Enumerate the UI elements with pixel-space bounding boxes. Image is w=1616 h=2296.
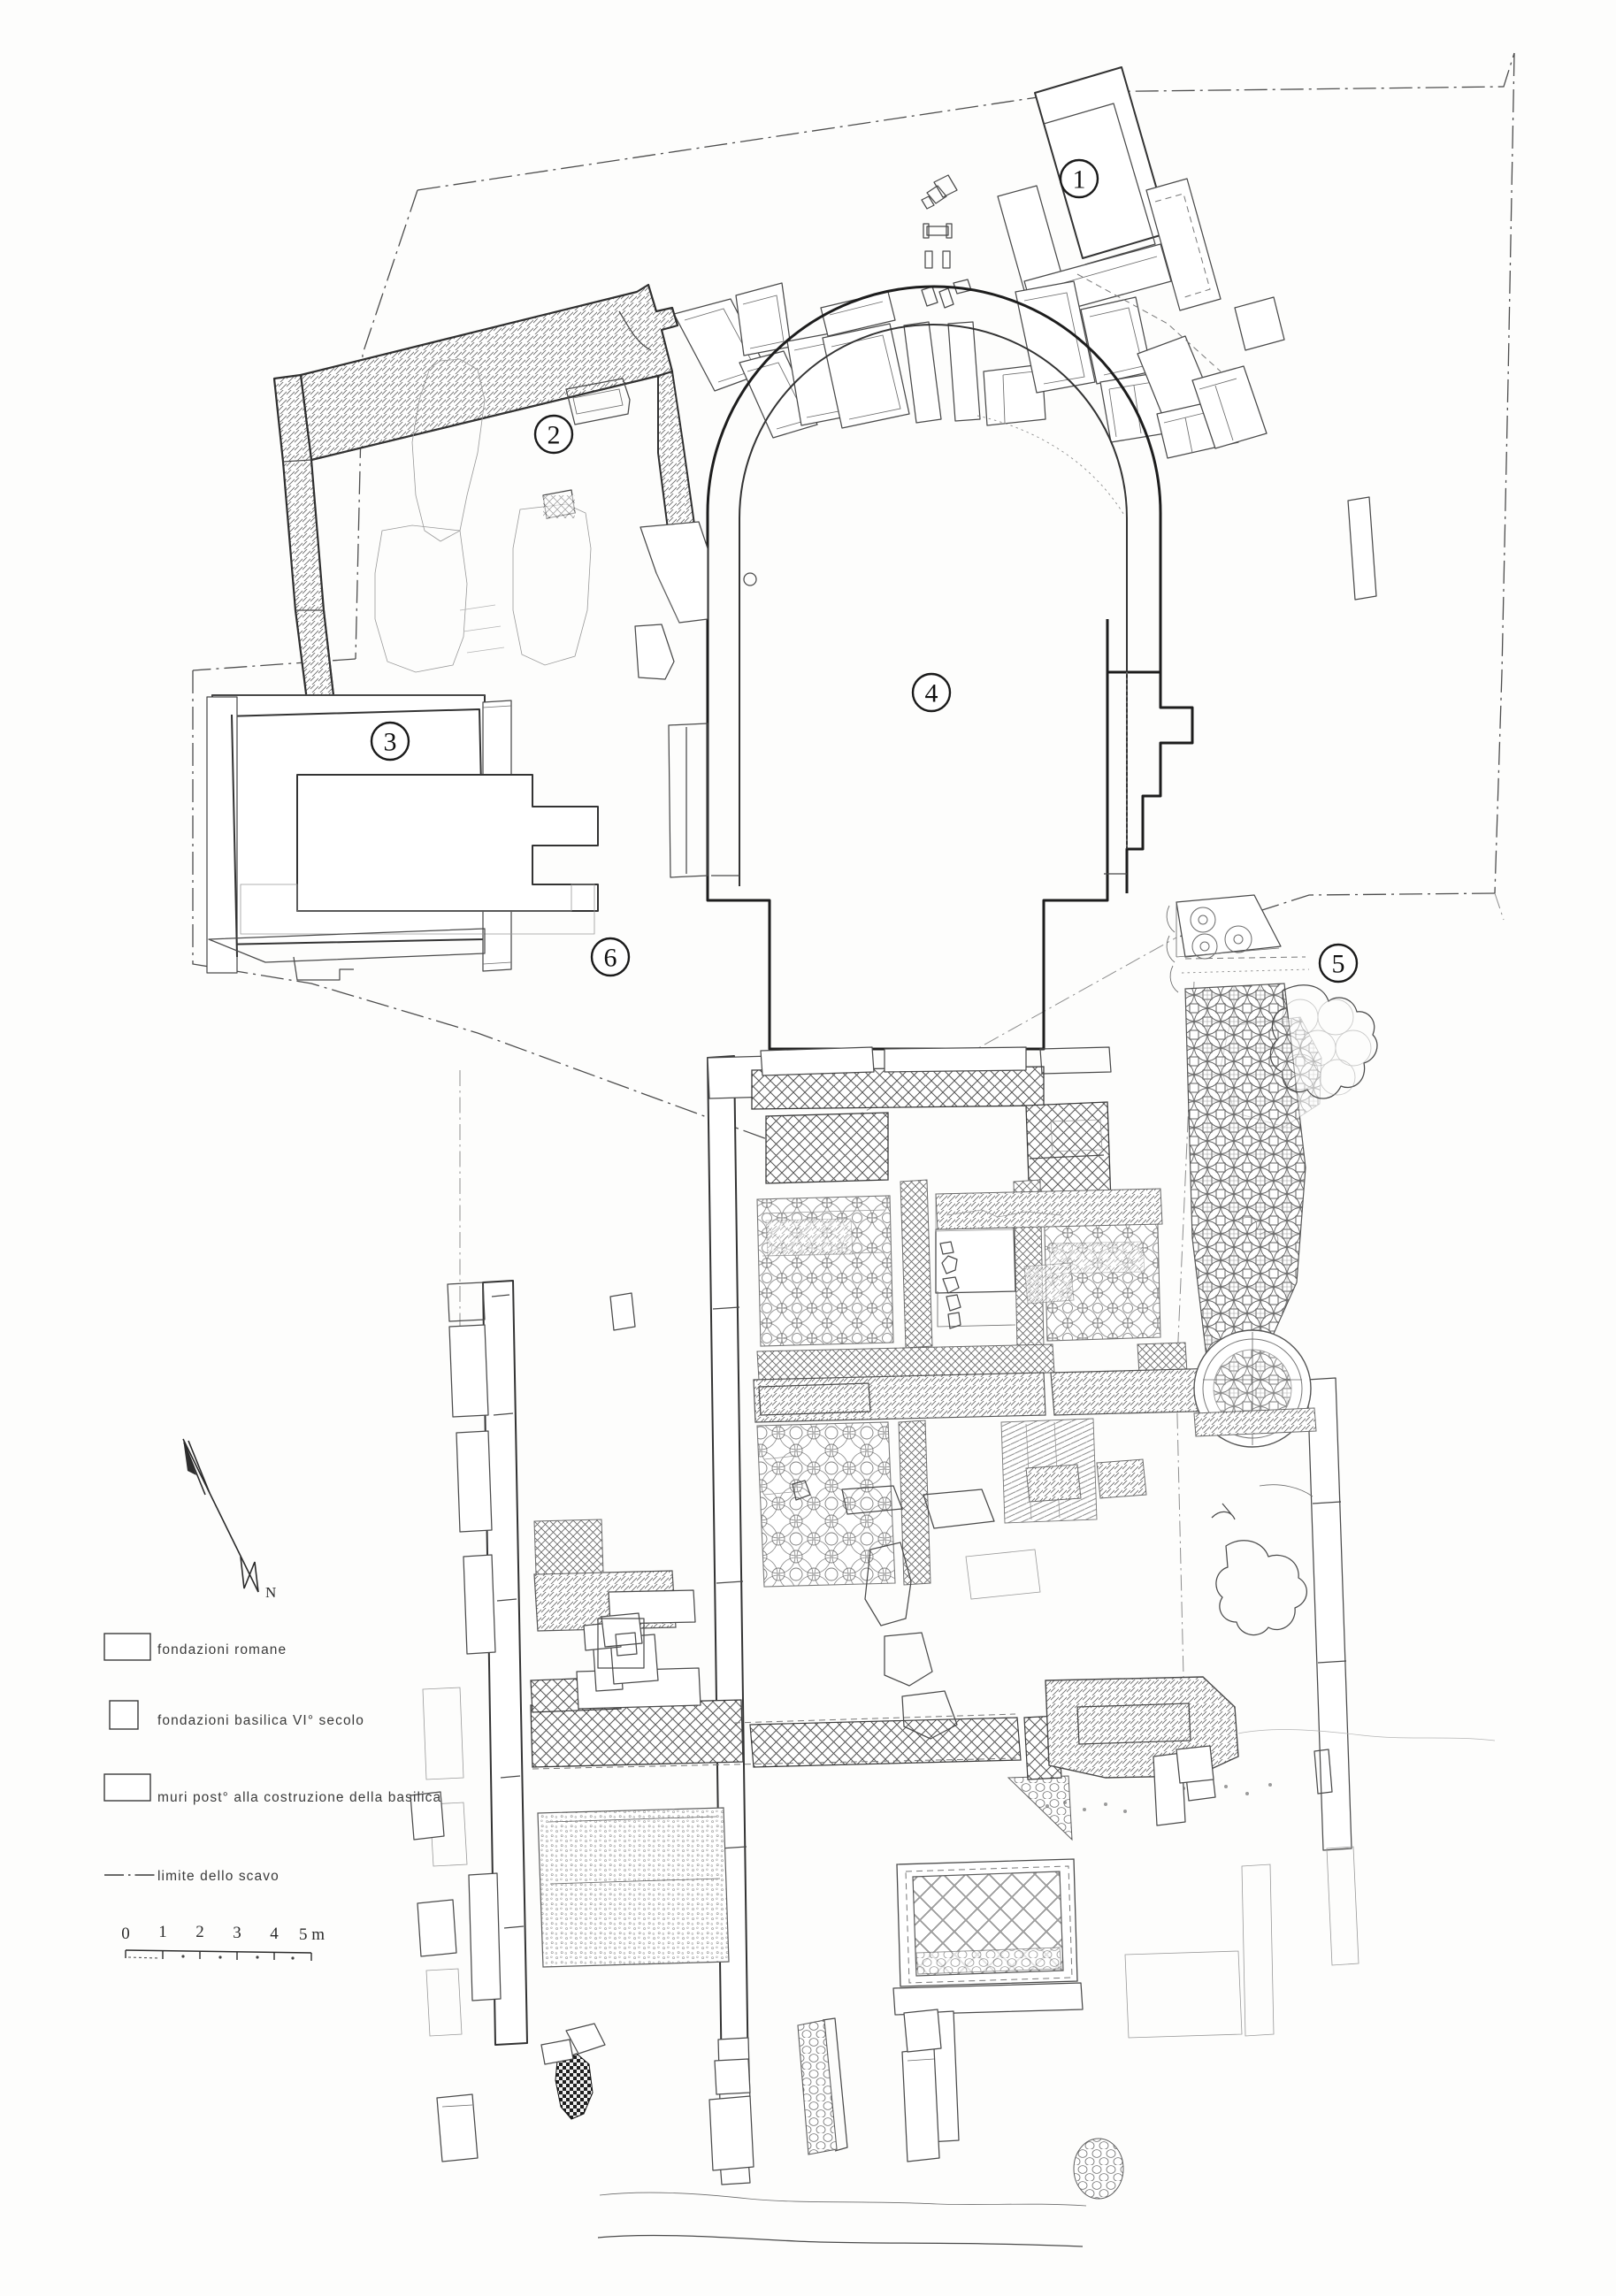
zone-marker-6[interactable]: 6 [590,937,631,977]
scale-tick-2: 2 [195,1923,204,1941]
zone-marker-4[interactable]: 4 [911,672,952,713]
legend-item-muri-posteriori: muri post° alla costruzione della basili… [103,1773,441,1805]
mosaic-pavements [537,894,1378,2200]
zone-3-room [206,694,599,981]
scale-bar-subdiv [127,1956,160,1959]
zone-marker-1[interactable]: 1 [1059,158,1099,199]
legend-label-limite-scavo: limite dello scavo [157,1869,280,1884]
roman-foundation-bands-north [751,1046,1112,1207]
legend-label-fondazioni-basilica: fondazioni basilica VI° secolo [157,1713,364,1728]
legend-item-limite-scavo: limite dello scavo [104,1869,280,1884]
legend-swatch-diagonal-hatch [103,1773,151,1802]
terrain-contours [597,1484,1496,2247]
zone-marker-group: 1 2 3 4 5 6 [370,158,1359,983]
north-arrow: N [182,1438,276,1601]
north-arrow-label: N [265,1584,276,1601]
scale-bar-ticks [125,1950,312,1961]
legend: fondazioni romane fondazioni basilica VI… [103,1633,441,1884]
stray-blocks [410,1292,1333,2162]
legend-swatch-outline [109,1700,139,1730]
legend-label-fondazioni-romane: fondazioni romane [157,1642,287,1657]
zone-marker-2[interactable]: 2 [533,414,574,455]
scale-bar: 0 1 2 3 4 5 m [121,1923,325,1961]
legend-swatch-cross-hatch [103,1633,151,1661]
zone-marker-5[interactable]: 5 [1318,943,1359,983]
zone-1-building [997,66,1222,323]
radiating-tombs-cluster [673,174,1377,601]
scale-bar-axis [125,1949,312,1954]
legend-label-muri-posteriori: muri post° alla costruzione della basili… [157,1790,441,1805]
zone-2-room [272,283,696,709]
apse-structure [634,285,1194,1051]
zone-marker-5-label: 5 [1332,950,1345,979]
mosaic-northeast-ornament [1166,894,1310,993]
zone-marker-6-label: 6 [604,944,617,973]
zone-marker-4-label: 4 [925,679,938,708]
scale-tick-4: 4 [270,1925,279,1943]
zone-marker-3-label: 3 [384,728,397,757]
scale-tick-0: 0 [121,1925,130,1943]
zone-marker-3[interactable]: 3 [370,721,410,762]
scale-tick-3: 3 [233,1924,241,1942]
zone-marker-1-label: 1 [1073,165,1086,195]
zone-marker-2-label: 2 [548,421,561,450]
legend-item-fondazioni-romane: fondazioni romane [103,1633,287,1661]
mosaic-round-medallion [1193,1329,1317,1448]
scale-tick-1: 1 [158,1923,167,1941]
legend-item-fondazioni-basilica: fondazioni basilica VI° secolo [109,1700,364,1730]
scale-unit-label: 5 m [299,1925,325,1944]
